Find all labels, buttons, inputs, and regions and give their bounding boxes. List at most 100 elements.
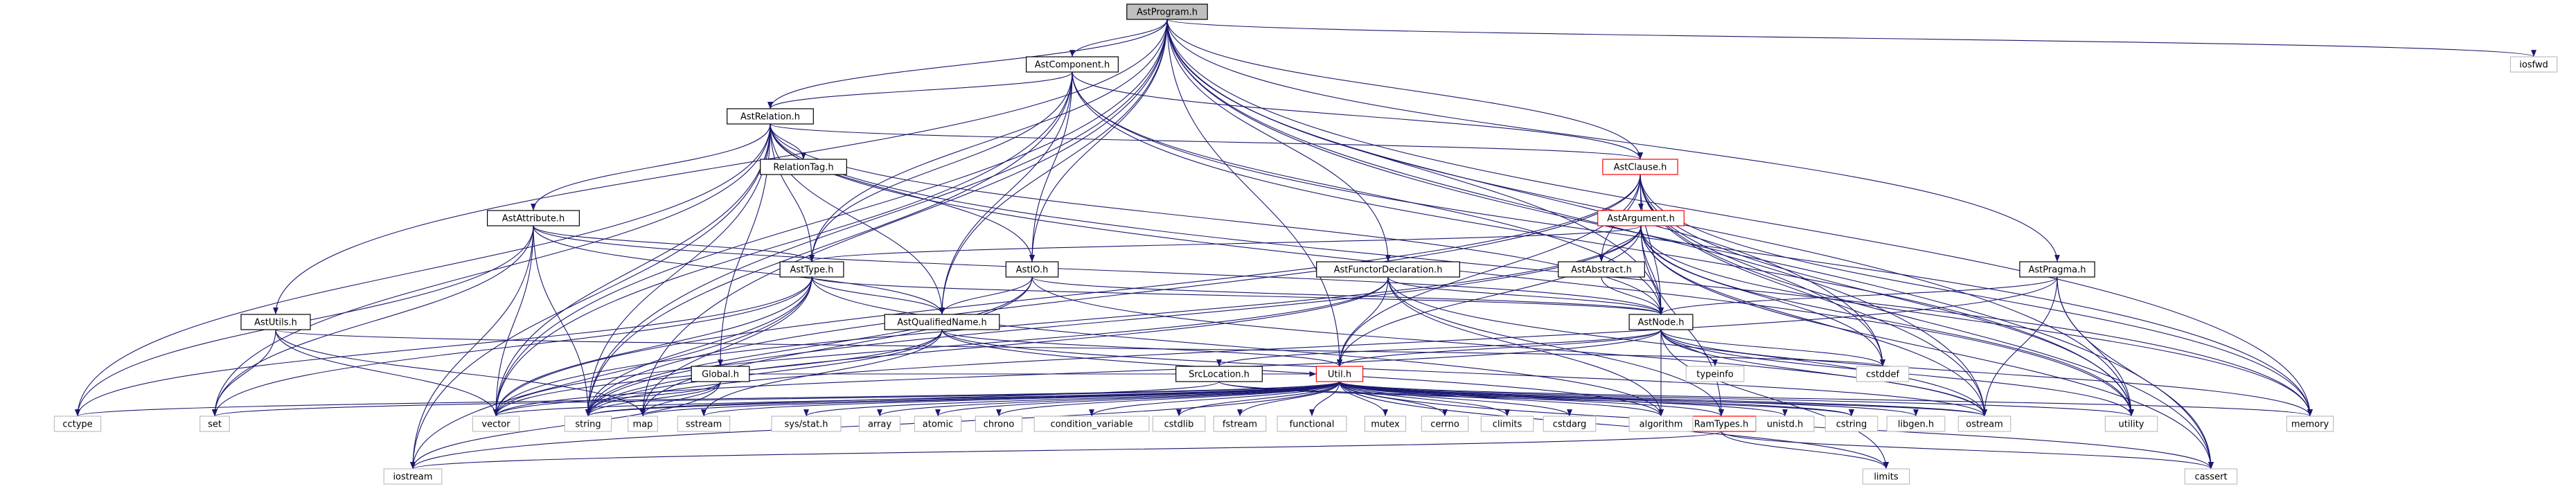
node-box: [677, 416, 731, 432]
node-label: mutex: [1371, 420, 1400, 430]
edge-util-to-memory: [1339, 381, 2313, 417]
node-box: [771, 416, 842, 432]
node-ast-program[interactable]: AstProgram.h: [1126, 3, 1208, 20]
node-cstddef: cstddef: [1856, 366, 1910, 382]
edge-ast-program-to-vector: [493, 19, 1168, 417]
node-label: utility: [2119, 420, 2144, 430]
node-ast-functor-declaration[interactable]: AstFunctorDeclaration.h: [1316, 261, 1460, 278]
node-box: [691, 366, 750, 382]
edge-ast-component-to-ast-io: [1029, 71, 1073, 262]
node-box: [760, 159, 847, 175]
node-label: AstProgram.h: [1137, 8, 1198, 18]
node-ostream: ostream: [1957, 416, 2011, 432]
node-functional: functional: [1277, 416, 1347, 432]
node-ast-abstract[interactable]: AstAbstract.h: [1558, 261, 1645, 278]
node-ast-component[interactable]: AstComponent.h: [1025, 56, 1119, 73]
edge-ast-program-to-ast-functor-declaration: [1166, 19, 1391, 262]
edge-ast-program-to-ast-type: [809, 19, 1168, 262]
node-label: AstComponent.h: [1035, 60, 1110, 71]
node-label: cstring: [1836, 420, 1867, 430]
node-cassert: cassert: [2184, 468, 2238, 485]
node-util[interactable]: Util.h: [1315, 366, 1364, 382]
node-ast-pragma[interactable]: AstPragma.h: [2019, 261, 2095, 278]
node-box: [628, 416, 658, 432]
node-label: AstQualifiedName.h: [897, 318, 987, 328]
edge-ast-relation-to-string: [585, 123, 771, 417]
node-ast-node[interactable]: AstNode.h: [1628, 314, 1694, 330]
node-box: [1316, 261, 1460, 278]
node-box: [2019, 261, 2095, 278]
edge-ast-argument-to-vector: [493, 225, 1642, 417]
node-label: algorithm: [1640, 420, 1683, 430]
edge-ast-utils-to-set: [212, 329, 276, 417]
node-ast-clause[interactable]: AstClause.h: [1602, 159, 1678, 175]
node-box: [53, 416, 102, 432]
edge-ast-type-to-vector: [493, 276, 812, 417]
edge-ast-type-to-set: [212, 276, 812, 417]
edge-ast-type-to-algorithm: [811, 276, 1664, 417]
node-ast-argument[interactable]: AstArgument.h: [1597, 210, 1685, 226]
node-box: [779, 261, 844, 278]
edge-ast-node-to-vector: [493, 329, 1662, 417]
node-label: condition_variable: [1050, 420, 1132, 430]
edge-util-to-cstdarg: [1339, 381, 1572, 417]
node-global[interactable]: Global.h: [691, 366, 750, 382]
node-ast-utils[interactable]: AstUtils.h: [240, 314, 311, 330]
node-mutex: mutex: [1364, 416, 1407, 432]
node-string: string: [564, 416, 612, 432]
node-sysstat: sys/stat.h: [771, 416, 842, 432]
node-box: [1421, 416, 1469, 432]
node-ast-type[interactable]: AstType.h: [779, 261, 844, 278]
edge-ast-qualified-name-to-util: [941, 329, 1342, 367]
node-box: [1856, 366, 1910, 382]
node-box: [1628, 314, 1694, 330]
node-ast-attribute[interactable]: AstAttribute.h: [486, 210, 580, 226]
edge-ast-program-to-ast-component: [1069, 19, 1168, 57]
node-ast-qualified-name[interactable]: AstQualifiedName.h: [884, 314, 1000, 330]
node-ast-io[interactable]: AstIO.h: [1005, 261, 1059, 278]
node-box: [1033, 416, 1150, 432]
node-box: [1755, 416, 1815, 432]
edge-util-to-sstream: [701, 381, 1340, 417]
node-src-location[interactable]: SrcLocation.h: [1175, 366, 1263, 382]
node-label: RamTypes.h: [1694, 420, 1748, 430]
node-label: vector: [481, 420, 510, 430]
node-ast-relation[interactable]: AstRelation.h: [727, 108, 814, 125]
edge-ast-pragma-to-utility: [2057, 276, 2134, 417]
node-label: unistd.h: [1767, 420, 1804, 430]
node-label: sys/stat.h: [785, 420, 828, 430]
node-relation-tag[interactable]: RelationTag.h: [760, 159, 847, 175]
edge-ast-component-to-ast-clause: [1072, 71, 1643, 160]
node-utility: utility: [2104, 416, 2158, 432]
node-iostream: iostream: [383, 468, 443, 485]
node-box: [1597, 210, 1685, 226]
node-vector: vector: [472, 416, 520, 432]
node-label: cctype: [62, 420, 92, 430]
edge-util-to-cstring: [1339, 381, 1854, 417]
node-cstdlib: cstdlib: [1152, 416, 1206, 432]
edge-ast-program-to-memory: [1166, 19, 2313, 417]
node-sstream: sstream: [677, 416, 731, 432]
node-label: iostream: [393, 472, 432, 483]
node-label: atomic: [923, 420, 953, 430]
edge-ast-functor-declaration-to-ram-types: [1387, 276, 1724, 417]
node-ram-types[interactable]: RamTypes.h: [1686, 416, 1757, 432]
edge-ast-io-to-ast-qualified-name: [939, 276, 1033, 315]
edge-ast-argument-to-memory: [1640, 225, 2313, 417]
edge-ast-relation-to-vector: [493, 123, 771, 417]
edge-util-to-unistd: [1339, 381, 1788, 417]
edge-ast-program-to-ast-utils: [273, 19, 1168, 315]
node-box: [1315, 366, 1364, 382]
node-algorithm: algorithm: [1628, 416, 1694, 432]
edge-ast-type-to-iostream: [410, 276, 812, 470]
node-box: [1685, 366, 1745, 382]
node-box: [1886, 416, 1946, 432]
node-label: typeinfo: [1696, 370, 1733, 380]
edge-ast-functor-declaration-to-ast-node: [1387, 276, 1664, 315]
node-box: [1277, 416, 1347, 432]
edge-util-to-cctype: [75, 381, 1340, 417]
node-label: cassert: [2194, 472, 2227, 483]
node-label: Util.h: [1328, 370, 1351, 380]
node-fstream: fstream: [1213, 416, 1267, 432]
node-label: array: [868, 420, 891, 430]
